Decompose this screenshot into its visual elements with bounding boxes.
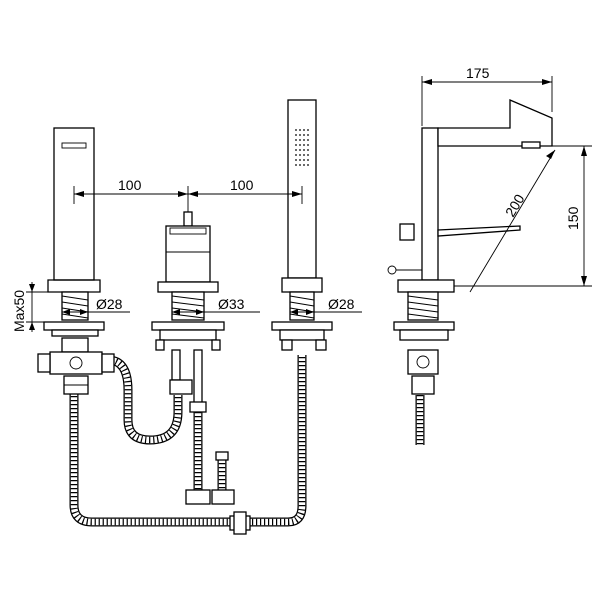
dim-spacing-right: 100 — [230, 177, 254, 193]
dimension-lines — [26, 76, 592, 332]
dim-side-depth: 175 — [466, 65, 490, 81]
dim-side-height: 150 — [565, 206, 581, 230]
valve-body-front — [151, 211, 235, 505]
dim-spacing-left: 100 — [118, 177, 142, 193]
spout-body-front — [37, 127, 115, 395]
hand-shower-front — [271, 99, 333, 351]
shower-nozzle-grid — [295, 129, 309, 166]
dim-side-diagonal: 200 — [502, 191, 528, 219]
dim-max-thickness: Max50 — [11, 290, 27, 332]
dim-diameter-center: Ø33 — [218, 296, 245, 312]
hose-assembly — [69, 355, 425, 527]
hose-coupling — [229, 511, 251, 535]
spout-side-view — [387, 99, 553, 395]
dim-diameter-right: Ø28 — [328, 296, 355, 312]
dim-diameter-left: Ø28 — [96, 296, 123, 312]
